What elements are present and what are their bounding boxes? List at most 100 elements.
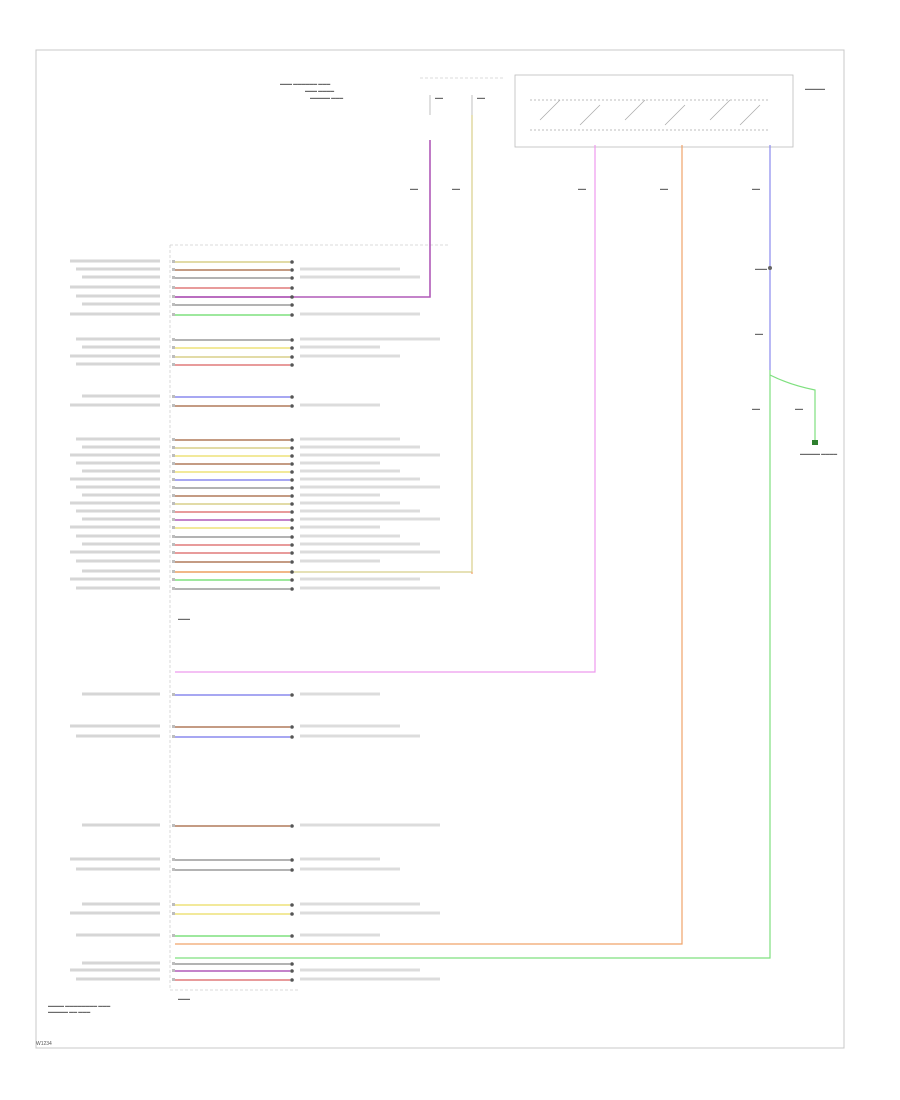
pin-number-placeholder bbox=[172, 276, 175, 279]
pin-terminal bbox=[290, 868, 294, 872]
pin-terminal bbox=[290, 962, 294, 966]
pin-number-placeholder bbox=[172, 303, 175, 306]
pin-terminal bbox=[290, 454, 294, 458]
wire-code: ▬▬ bbox=[795, 406, 803, 411]
pin-number-placeholder bbox=[172, 494, 175, 497]
pin-terminal bbox=[290, 969, 294, 973]
ignition-switch-block bbox=[514, 74, 794, 148]
circuit-label-placeholder bbox=[300, 525, 380, 529]
pin-label-placeholder bbox=[82, 302, 160, 306]
pin-label-placeholder bbox=[76, 867, 160, 871]
wire-pink bbox=[175, 145, 596, 673]
pin-number-placeholder bbox=[172, 725, 175, 728]
pin-terminal bbox=[290, 260, 294, 264]
circuit-label-placeholder bbox=[300, 550, 440, 554]
circuit-label-placeholder bbox=[300, 734, 420, 738]
pin-number-placeholder bbox=[172, 903, 175, 906]
pin-label-placeholder bbox=[76, 586, 160, 590]
pin-number-placeholder bbox=[172, 858, 175, 861]
pin-number-placeholder bbox=[172, 578, 175, 581]
pin-number-placeholder bbox=[172, 934, 175, 937]
pin-terminal bbox=[290, 543, 294, 547]
circuit-label-placeholder bbox=[300, 493, 380, 497]
pin-terminal bbox=[290, 462, 294, 466]
pin-terminal bbox=[290, 446, 294, 450]
pin-number-placeholder bbox=[172, 502, 175, 505]
circuit-label-placeholder bbox=[300, 823, 440, 827]
diagram-frame bbox=[35, 49, 845, 1049]
pin-number-placeholder bbox=[172, 735, 175, 738]
pin-label-placeholder bbox=[70, 453, 160, 457]
ignition-switch-contacts bbox=[530, 99, 770, 131]
pin-terminal bbox=[290, 535, 294, 539]
circuit-label-placeholder bbox=[300, 559, 380, 563]
pin-number-placeholder bbox=[172, 518, 175, 521]
pin-label-placeholder bbox=[82, 542, 160, 546]
pin-number-placeholder bbox=[172, 346, 175, 349]
pin-terminal bbox=[290, 438, 294, 442]
circuit-label-placeholder bbox=[300, 461, 380, 465]
pin-number-placeholder bbox=[172, 693, 175, 696]
wire-code: ▬▬ bbox=[452, 186, 460, 191]
pin-terminal bbox=[290, 313, 294, 317]
circuit-label-placeholder bbox=[300, 857, 380, 861]
circuit-label-placeholder bbox=[300, 354, 400, 358]
pin-number-placeholder bbox=[172, 868, 175, 871]
power-distribution-label: ▬▬▬▬▬ ▬▬▬▬ bbox=[800, 451, 837, 456]
pin-terminal bbox=[290, 404, 294, 408]
connector-id: ▬▬▬ bbox=[178, 616, 190, 621]
pin-number-placeholder bbox=[172, 486, 175, 489]
pin-label-placeholder bbox=[70, 724, 160, 728]
pin-terminal bbox=[290, 395, 294, 399]
pin-terminal bbox=[290, 934, 294, 938]
pin-label-placeholder bbox=[70, 477, 160, 481]
pin-number-placeholder bbox=[172, 363, 175, 366]
pin-label-placeholder bbox=[76, 337, 160, 341]
pin-terminal bbox=[290, 338, 294, 342]
pin-number-placeholder bbox=[172, 395, 175, 398]
circuit-label-placeholder bbox=[300, 453, 440, 457]
wire-code: ▬▬ bbox=[752, 186, 760, 191]
circuit-label-placeholder bbox=[300, 469, 400, 473]
pin-number-placeholder bbox=[172, 470, 175, 473]
pin-number-placeholder bbox=[172, 824, 175, 827]
pin-number-placeholder bbox=[172, 962, 175, 965]
pin-terminal bbox=[290, 551, 294, 555]
pin-number-placeholder bbox=[172, 510, 175, 513]
wire-green bbox=[175, 370, 771, 959]
wire-orange bbox=[175, 145, 683, 945]
circuit-label-placeholder bbox=[300, 577, 420, 581]
circuit-label-placeholder bbox=[300, 542, 420, 546]
pin-number-placeholder bbox=[172, 404, 175, 407]
pin-terminal bbox=[290, 286, 294, 290]
pin-number-placeholder bbox=[172, 295, 175, 298]
pin-terminal bbox=[290, 587, 294, 591]
pin-terminal bbox=[290, 725, 294, 729]
pin-number-placeholder bbox=[172, 535, 175, 538]
pin-label-placeholder bbox=[70, 968, 160, 972]
pin-number-placeholder bbox=[172, 338, 175, 341]
pin-terminal bbox=[290, 295, 294, 299]
pin-label-placeholder bbox=[76, 437, 160, 441]
wire-code: ▬▬ bbox=[410, 186, 418, 191]
pin-label-placeholder bbox=[82, 517, 160, 521]
pin-terminal bbox=[290, 494, 294, 498]
pin-label-placeholder bbox=[70, 857, 160, 861]
pin-label-placeholder bbox=[76, 485, 160, 489]
pin-label-placeholder bbox=[70, 911, 160, 915]
circuit-label-placeholder bbox=[300, 275, 420, 279]
pin-label-placeholder bbox=[82, 493, 160, 497]
fuse-block: ▬▬▬ ▬▬▬▬▬▬ ▬▬▬ ▬▬▬ ▬▬▬▬ ▬▬▬▬▬ ▬▬▬ ▬▬ ▬▬ bbox=[280, 81, 485, 115]
pin-label-placeholder bbox=[82, 961, 160, 965]
pin-label-placeholder bbox=[76, 461, 160, 465]
pin-label-placeholder bbox=[82, 692, 160, 696]
splice-dot bbox=[768, 266, 772, 270]
circuit-label-placeholder bbox=[300, 337, 440, 341]
circuit-label-placeholder bbox=[300, 902, 420, 906]
circuit-label-placeholder bbox=[300, 501, 400, 505]
ignition-switch-label: ▬▬▬▬▬ bbox=[805, 86, 825, 91]
pin-number-placeholder bbox=[172, 587, 175, 590]
pin-label-placeholder bbox=[82, 345, 160, 349]
pin-terminal bbox=[290, 526, 294, 530]
